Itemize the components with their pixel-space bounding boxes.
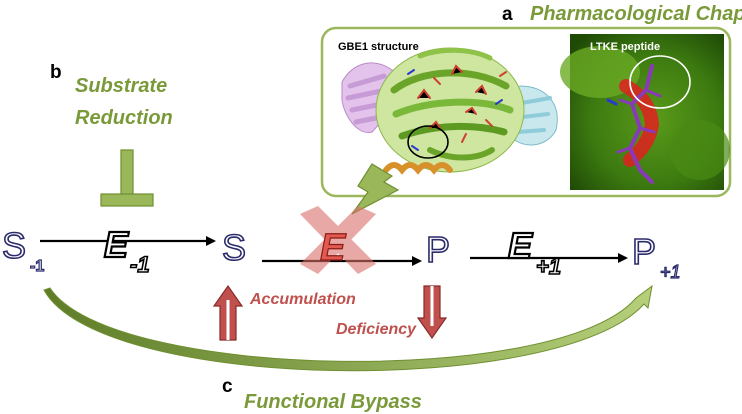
panel-c-title: Functional Bypass — [244, 391, 422, 413]
x-cross-icon — [300, 206, 376, 274]
panel-b-title-line1: Substrate — [75, 75, 167, 97]
lightning-bolt-icon — [351, 163, 400, 215]
node-p-plus-sub: +1 — [660, 262, 681, 282]
gbe1-structure-image: GBE1 structure — [330, 34, 566, 192]
t-bar-inhibition-icon — [100, 149, 154, 207]
accumulation-label: Accumulation — [249, 291, 356, 308]
panel-b-letter: b — [50, 62, 62, 83]
node-s: S — [222, 227, 246, 268]
double-down-arrow-icon — [416, 285, 448, 340]
enzyme-e-plus: E — [508, 225, 533, 266]
panel-b-title-line2: Reduction — [75, 107, 173, 129]
node-s-minus: S — [2, 225, 26, 266]
node-p: P — [426, 229, 450, 270]
node-s-minus-sub: -1 — [30, 258, 44, 275]
ltke-peptide-surface-image: LTKE peptide — [560, 34, 730, 190]
panel-c-letter: c — [222, 376, 233, 397]
enzyme-e-minus-sub: -1 — [130, 252, 150, 277]
enzyme-e-minus: E — [104, 224, 129, 265]
panel-a-title: Pharmacological Chaperone — [530, 3, 742, 25]
ltke-peptide-label: LTKE peptide — [590, 41, 660, 53]
enzyme-e-plus-sub: +1 — [536, 254, 561, 279]
double-up-arrow-icon — [212, 284, 244, 341]
node-p-plus: P — [632, 231, 656, 272]
gbe1-structure-label: GBE1 structure — [338, 41, 419, 53]
bypass-curve-arrow — [43, 284, 653, 372]
deficiency-label: Deficiency — [336, 321, 417, 338]
panel-a-letter: a — [502, 4, 513, 25]
enzyme-e: E — [320, 227, 347, 269]
